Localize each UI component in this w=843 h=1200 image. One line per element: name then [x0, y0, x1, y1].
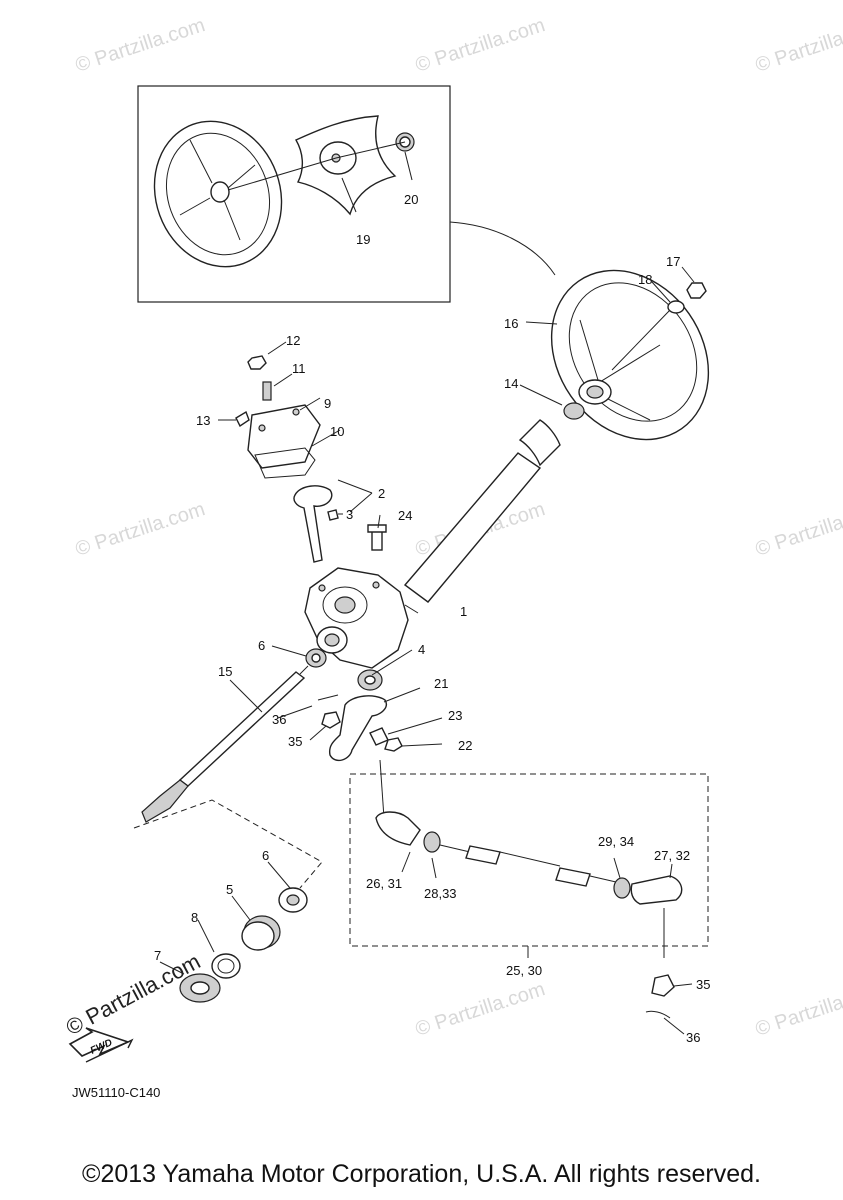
callout-16: 16: [504, 316, 518, 331]
callout-10: 10: [330, 424, 344, 439]
callout-14: 14: [504, 376, 518, 391]
callout-20: 20: [404, 192, 418, 207]
callout-6: 6: [262, 848, 269, 863]
callout-26-31: 26, 31: [366, 876, 402, 891]
steering-gearbox: [304, 567, 409, 669]
gear-cover: [235, 355, 321, 479]
watermark: © Partzilla.com: [73, 14, 208, 77]
callout-15: 15: [218, 664, 232, 679]
callout-29-34: 29, 34: [598, 834, 634, 849]
callout-4: 4: [418, 642, 425, 657]
steering-column: [403, 402, 585, 603]
callout-27-32: 27, 32: [654, 848, 690, 863]
callout-35: 35: [288, 734, 302, 749]
arm-parts: [305, 648, 403, 762]
copyright-notice: ©2013 Yamaha Motor Corporation, U.S.A. A…: [82, 1160, 761, 1188]
callout-8: 8: [191, 910, 198, 925]
callouts: 1 2 3 4 5 6 6 7 8 9 10 11 12 13 14 15 16…: [154, 192, 710, 1045]
callout-5: 5: [226, 882, 233, 897]
callout-9: 9: [324, 396, 331, 411]
steering-wheel: [550, 269, 710, 441]
callout-2: 2: [378, 486, 385, 501]
callout-7: 7: [154, 948, 161, 963]
callout-24: 24: [398, 508, 412, 523]
watermark: © Partzilla.com: [753, 498, 843, 561]
callout-35: 35: [696, 977, 710, 992]
callout-18: 18: [638, 272, 652, 287]
callout-25-30: 25, 30: [506, 963, 542, 978]
callout-3: 3: [346, 507, 353, 522]
watermark: © Partzilla.com: [413, 978, 548, 1041]
watermark: © Partzilla.com: [413, 14, 548, 77]
callout-36: 36: [272, 712, 286, 727]
callout-22: 22: [458, 738, 472, 753]
callout-19: 19: [356, 232, 370, 247]
callout-11: 11: [292, 361, 306, 376]
watermark: © Partzilla.com: [753, 14, 843, 77]
fwd-arrow-icon: FWD: [68, 1027, 134, 1063]
diagram-code: JW51110-C140: [72, 1085, 161, 1100]
watermark: © Partzilla.com: [753, 978, 843, 1041]
callout-36: 36: [686, 1030, 700, 1045]
callout-21: 21: [434, 676, 448, 691]
tie-rod-assembly: [349, 759, 709, 1019]
callout-17: 17: [666, 254, 680, 269]
callout-12: 12: [286, 333, 300, 348]
callout-6: 6: [258, 638, 265, 653]
leader-lines: [159, 266, 695, 1035]
callout-28-33: 28,33: [424, 886, 457, 901]
callout-1: 1: [460, 604, 467, 619]
callout-23: 23: [448, 708, 462, 723]
bearing-set: [133, 799, 323, 1003]
sector-shaft: [293, 485, 387, 563]
inset-detail: [137, 85, 556, 303]
pinion-shaft: [141, 665, 309, 823]
callout-13: 13: [196, 413, 210, 428]
watermark: © Partzilla.com: [73, 498, 208, 561]
